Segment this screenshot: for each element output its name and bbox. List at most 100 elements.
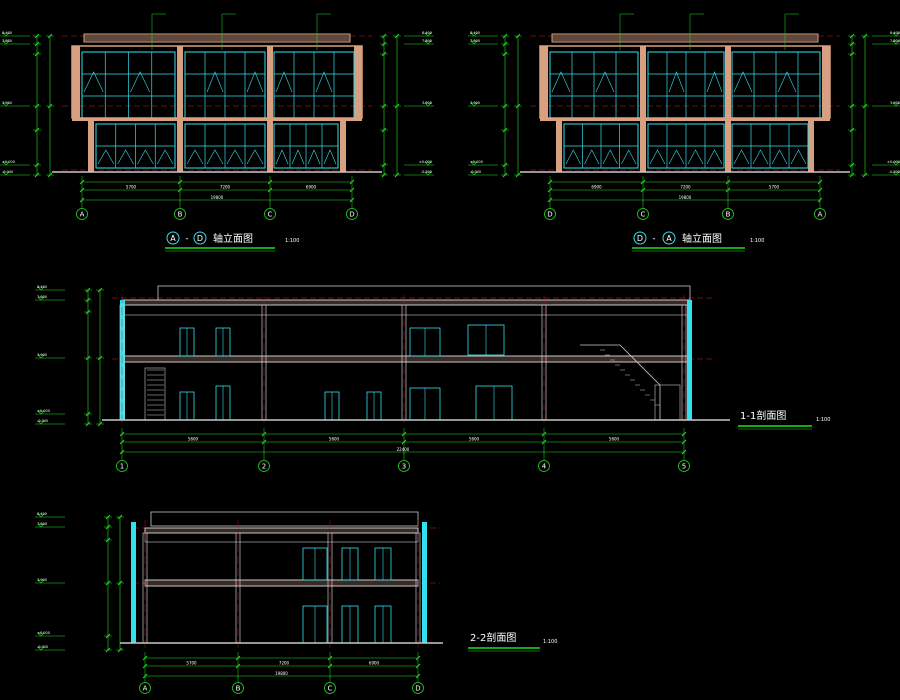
view-scale: 1:100 <box>543 639 557 645</box>
dim-tick <box>85 355 91 361</box>
dim-tick <box>85 421 91 427</box>
dim-tick <box>267 179 273 185</box>
window-opening-mark <box>687 149 704 165</box>
level-text: 3.900 <box>2 101 12 105</box>
dim-tick <box>502 51 508 57</box>
dim-tick <box>515 103 521 109</box>
dim-tick <box>401 431 407 437</box>
level-text: 7.800 <box>37 295 47 299</box>
dim-tick <box>34 103 40 109</box>
exterior-wall <box>120 300 125 420</box>
roof-beam-zone <box>144 532 419 543</box>
dim-tick <box>177 187 183 193</box>
axis-bubble <box>637 208 649 220</box>
level-text: -0.300 <box>37 645 48 649</box>
wall-pier <box>822 46 830 118</box>
dim-tick <box>261 431 267 437</box>
level-text: 3.900 <box>37 353 47 357</box>
level-triangle <box>424 32 432 37</box>
level-triangle <box>37 632 45 637</box>
dim-tick <box>415 655 421 661</box>
axis-bubble <box>324 682 336 694</box>
dim-tick <box>394 172 400 178</box>
axis-bubble <box>678 460 690 472</box>
axis-bubble-label: 2 <box>262 463 266 471</box>
window-opening-mark <box>206 71 224 93</box>
dim-tick <box>547 179 553 185</box>
level-triangle <box>892 161 900 166</box>
dim-tick <box>327 655 333 661</box>
dim-tick <box>119 439 125 445</box>
roof-slab <box>144 527 419 534</box>
view-title: 1-1剖面图 <box>740 409 786 422</box>
window-opening-mark <box>790 149 807 165</box>
axis-bubble <box>139 682 151 694</box>
dim-tick <box>105 524 111 530</box>
title-elevation-a-d: A - D 轴立面图 1:100 <box>165 231 299 252</box>
ground-pier <box>556 121 562 172</box>
dim-tick <box>85 297 91 303</box>
roof-slab <box>121 299 691 306</box>
window-opening-mark <box>668 149 685 165</box>
wall-pier <box>354 46 362 118</box>
level-triangle <box>37 286 45 291</box>
window-opening-mark <box>649 149 666 165</box>
dim-total-text: 22400 <box>397 447 410 452</box>
floor-slab <box>144 579 419 587</box>
dim-tick <box>79 179 85 185</box>
window-opening-mark <box>752 149 769 165</box>
window-opening-mark <box>551 71 571 93</box>
level-text: -0.300 <box>2 170 13 174</box>
dim-tick <box>381 162 387 168</box>
axis-bubble-label: C <box>328 685 333 693</box>
window-opening-mark <box>246 71 264 93</box>
axis-bubble-label: 3 <box>402 463 406 471</box>
dim-tick <box>849 127 855 133</box>
level-text: ±0.000 <box>470 160 483 164</box>
level-triangle <box>424 102 432 107</box>
axis-bubble-label: C <box>641 211 646 219</box>
dim-tick <box>349 187 355 193</box>
view-title: 2-2剖面图 <box>470 631 516 644</box>
level-text: 7.800 <box>37 522 47 526</box>
dim-tick <box>85 309 91 315</box>
dim-text: 7200 <box>279 661 290 666</box>
level-text: ±0.000 <box>2 160 15 164</box>
level-text: 3.900 <box>890 101 900 105</box>
dim-tick <box>502 172 508 178</box>
title-axis-a: A <box>170 234 176 243</box>
level-text: ±0.000 <box>887 160 900 164</box>
dim-tick <box>502 33 508 39</box>
facade-column <box>640 46 646 172</box>
window-opening-mark <box>668 71 685 93</box>
dim-tick <box>381 51 387 57</box>
dim-tick <box>105 647 111 653</box>
dim-tick <box>541 439 547 445</box>
axis-bubble-label: D <box>547 211 552 219</box>
dim-text: 5700 <box>769 185 780 190</box>
dim-tick <box>640 179 646 185</box>
axis-bubble-label: 5 <box>682 463 686 471</box>
window-opening-mark <box>275 149 289 165</box>
axis-bubble <box>258 460 270 472</box>
window-opening-mark <box>733 71 753 93</box>
floor-band <box>540 118 830 121</box>
axis-bubble-label: B <box>178 211 183 219</box>
dim-tick <box>502 127 508 133</box>
dim-tick <box>119 431 125 437</box>
wall-pier <box>540 46 548 118</box>
dim-tick <box>415 663 421 669</box>
dim-tick <box>862 103 868 109</box>
axis-bubble <box>116 460 128 472</box>
dim-tick <box>97 287 103 293</box>
level-text: -0.300 <box>421 170 432 174</box>
level-triangle <box>424 40 432 45</box>
window-opening-mark <box>565 149 581 165</box>
axis-bubble-label: D <box>415 685 420 693</box>
level-text: 8.400 <box>37 285 47 289</box>
axis-bubble <box>346 208 358 220</box>
dim-tick <box>349 179 355 185</box>
dim-tick <box>849 172 855 178</box>
